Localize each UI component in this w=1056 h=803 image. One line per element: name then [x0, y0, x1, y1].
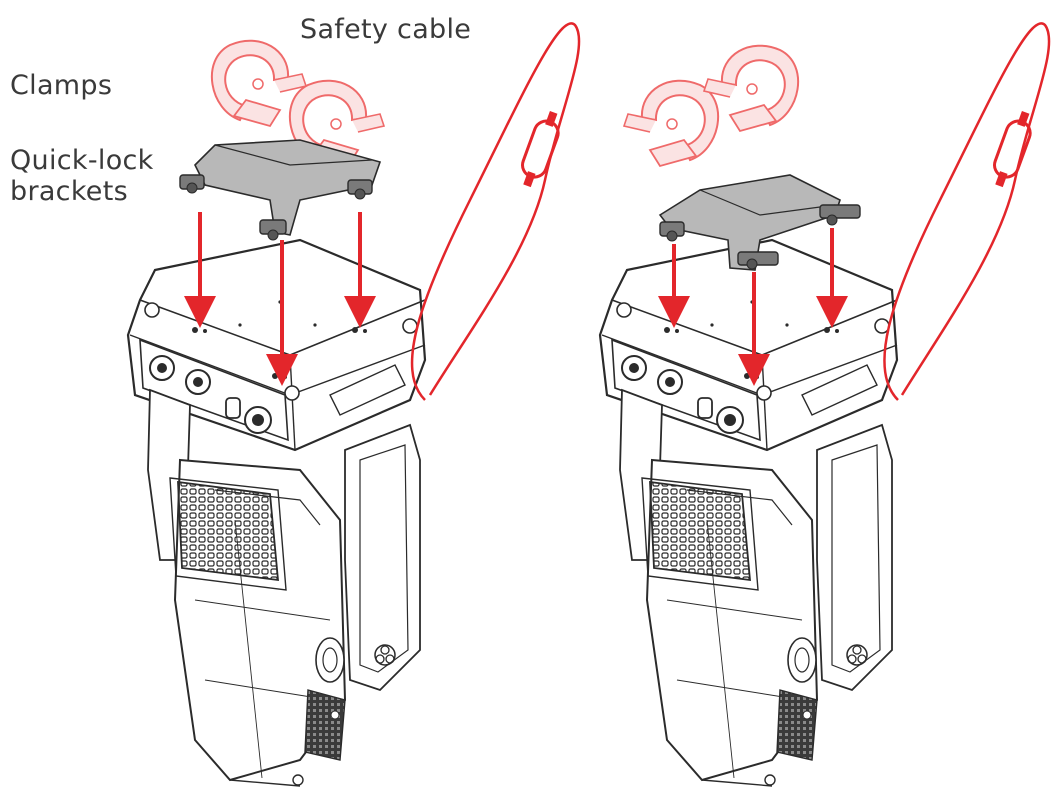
quick-lock-left-2 — [259, 219, 287, 241]
quick-lock-left-1 — [179, 174, 205, 194]
left-view — [126, 22, 581, 788]
safety-cable-right — [883, 22, 1051, 401]
quick-lock-left-3 — [347, 179, 373, 200]
safety-cable-left — [410, 22, 581, 401]
bracket-plate-right — [658, 174, 841, 271]
safety-cable-label: Safety cable — [300, 14, 472, 45]
quick-lock-right-3 — [819, 204, 861, 226]
bracket-plate-left — [194, 139, 382, 236]
carabiner-right — [993, 111, 1032, 188]
right-view — [598, 22, 1051, 788]
clamps-label: Clamps — [10, 70, 113, 101]
fixture-right — [598, 238, 899, 788]
fixture-left — [126, 238, 427, 788]
carabiner-left — [521, 111, 560, 188]
quick-lock-brackets-label: Quick-lock brackets — [10, 145, 154, 207]
quick-lock-right-2 — [737, 251, 779, 270]
quick-lock-right-1 — [659, 221, 685, 242]
clamp-right-1 — [623, 79, 720, 167]
